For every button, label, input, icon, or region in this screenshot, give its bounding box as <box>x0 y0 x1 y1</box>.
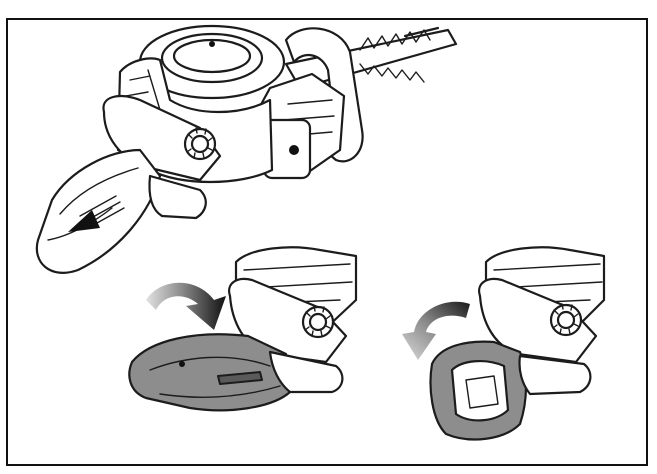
cover-mount <box>148 174 207 220</box>
cover-attach-step-1 <box>128 246 358 412</box>
handle-loop <box>284 27 364 163</box>
knurled-knob <box>183 127 217 161</box>
cover-attach-step-2 <box>402 246 606 441</box>
hedge-trimmer-main-view <box>35 24 458 274</box>
motor-cap <box>138 24 286 100</box>
device-arm <box>478 277 598 364</box>
curved-arrow-icon <box>402 301 470 360</box>
blade-cover-gray <box>128 333 292 412</box>
cover-slot <box>217 371 263 385</box>
cover-mount <box>518 354 592 396</box>
cover-mount <box>268 350 344 394</box>
curved-arrow-icon <box>146 282 226 330</box>
lock-button <box>262 118 312 180</box>
straight-arrow-icon <box>68 195 125 232</box>
knurled-knob <box>549 303 583 337</box>
knurled-knob <box>301 305 335 339</box>
blade-cover-main <box>35 148 162 274</box>
